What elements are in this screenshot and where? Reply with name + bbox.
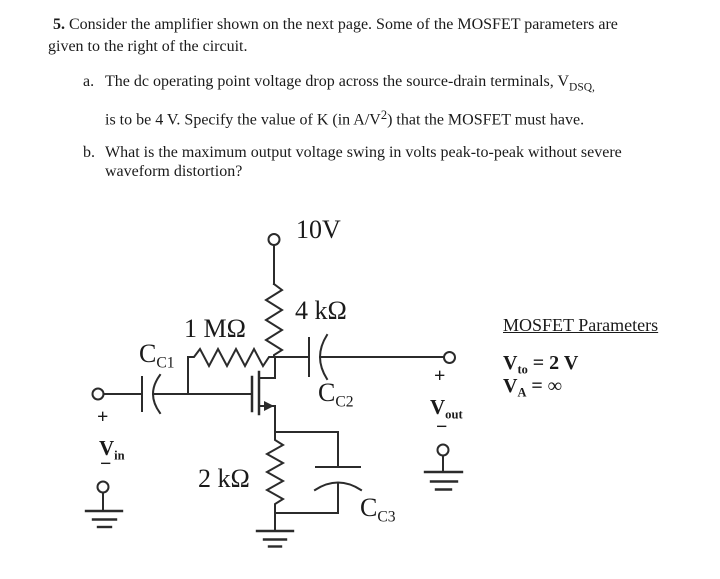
source-resistor-icon [267, 432, 283, 513]
input-voltage-label: Vin [99, 438, 125, 462]
source-ground-icon [257, 513, 293, 547]
feedback-resistor-label: 1 MΩ [184, 314, 246, 343]
vout-base: V [430, 395, 446, 419]
output-terminal-icon [444, 352, 455, 363]
mosfet-icon [252, 357, 275, 432]
item-a-line1-text: The dc operating point voltage drop acro… [105, 73, 570, 90]
problem-intro: 5. Consider the amplifier shown on the n… [48, 14, 698, 58]
va-sub: A [517, 385, 527, 400]
vin-sub: in [114, 448, 125, 463]
cap-c1-label: CC1 [139, 341, 175, 371]
input-minus-sign: − [100, 453, 112, 475]
item-b-marker: b. [83, 144, 95, 161]
item-a-line2: is to be 4 V. Specify the value of K (in… [105, 104, 703, 132]
cap-c1-base: C [139, 339, 157, 368]
drain-resistor-label: 4 kΩ [295, 296, 347, 325]
bypass-cap-c3-icon [275, 432, 361, 513]
va-parameter: VA = ∞ [503, 375, 562, 400]
input-terminal-icon [93, 389, 104, 400]
vto-value: = 2 V [527, 352, 579, 374]
cap-c3-base: C [360, 493, 378, 522]
item-a-line1-row: a. The dc operating point voltage drop ac… [83, 71, 703, 98]
problem-item-a: a. The dc operating point voltage drop ac… [83, 71, 703, 132]
output-minus-sign: − [436, 416, 448, 438]
output-plus-sign: + [434, 365, 446, 387]
item-b-line1: What is the maximum output voltage swing… [105, 144, 622, 161]
item-b-line2: waveform distortion? [105, 163, 243, 180]
cap-c3-sub: C3 [377, 508, 396, 526]
cap-c2-label: CC2 [318, 380, 354, 410]
output-ground-icon [425, 445, 462, 490]
item-a-line2-start: is to be 4 V. Specify the value of K (in… [105, 111, 381, 129]
problem-intro-line2: given to the right of the circuit. [48, 38, 248, 55]
output-voltage-label: Vout [430, 397, 463, 421]
problem-number: 5. [53, 16, 65, 33]
item-a-line2-superscript: 2 [380, 108, 388, 123]
input-ground-icon [86, 482, 122, 528]
feedback-resistor-icon [188, 349, 274, 394]
vto-base: V [503, 352, 518, 374]
problem-item-b: b. What is the maximum output voltage swi… [83, 143, 703, 181]
vto-parameter: Vto = 2 V [503, 352, 578, 377]
va-value: = ∞ [526, 375, 563, 397]
cap-c1-sub: C1 [156, 354, 175, 372]
item-a-marker: a. [83, 73, 95, 90]
coupling-cap-c1-icon [104, 375, 161, 413]
source-resistor-label: 2 kΩ [198, 464, 250, 493]
cap-c2-base: C [318, 378, 336, 407]
cap-c2-sub: C2 [335, 393, 354, 411]
supply-voltage-label: 10V [296, 215, 341, 244]
mosfet-parameters-heading: MOSFET Parameters [503, 315, 659, 335]
vout-sub: out [445, 407, 463, 422]
problem-intro-line1: Consider the amplifier shown on the next… [69, 16, 618, 33]
coupling-cap-c2-icon [309, 335, 444, 379]
item-a-line2-end: ) that the MOSFET must have. [387, 111, 585, 129]
item-a-line1: The dc operating point voltage drop acro… [105, 73, 595, 94]
input-plus-sign: + [97, 406, 109, 428]
vin-base: V [99, 436, 115, 460]
va-base: V [503, 375, 518, 397]
cap-c3-label: CC3 [360, 495, 396, 525]
drain-resistor-icon [266, 284, 282, 357]
vto-sub: to [517, 362, 528, 377]
supply-terminal-icon [269, 234, 280, 284]
item-a-line1-subscript: DSQ, [569, 81, 595, 94]
